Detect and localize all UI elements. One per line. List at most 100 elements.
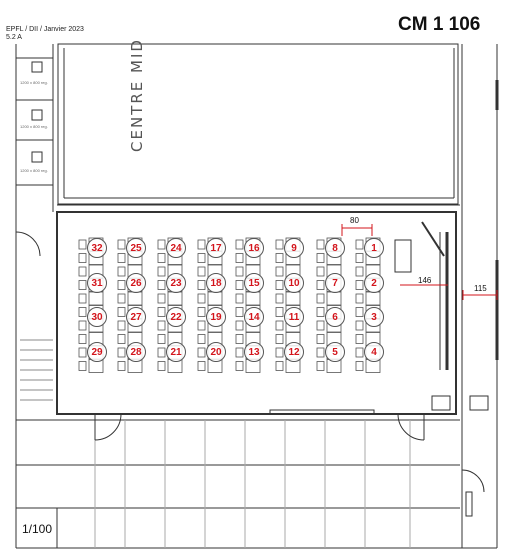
chair	[78, 347, 87, 358]
chair	[235, 334, 244, 344]
chair	[235, 266, 244, 277]
chair	[197, 280, 206, 290]
chair	[275, 293, 284, 304]
chair	[117, 239, 126, 250]
furniture-note: 1200 x 800 reg.	[20, 80, 48, 85]
chair	[275, 361, 284, 371]
chair	[157, 334, 166, 344]
chair	[78, 361, 87, 371]
chair	[197, 347, 206, 358]
chair	[157, 293, 166, 304]
seat-number: 20	[206, 342, 226, 362]
chair	[78, 253, 87, 263]
seat-number: 2	[364, 273, 384, 293]
chair	[275, 307, 284, 317]
seat-number: 19	[206, 307, 226, 327]
chair	[78, 266, 87, 277]
chair	[117, 253, 126, 263]
chair	[235, 361, 244, 371]
seat-number: 10	[284, 273, 304, 293]
seat-number: 27	[126, 307, 146, 327]
chair	[275, 239, 284, 250]
seat-number: 17	[206, 238, 226, 258]
desk	[88, 291, 104, 306]
chair	[316, 320, 325, 331]
chair	[235, 280, 244, 290]
chair	[355, 239, 364, 250]
chair	[355, 334, 364, 344]
chair	[355, 293, 364, 304]
chair	[275, 347, 284, 358]
seat-number: 29	[87, 342, 107, 362]
chair	[78, 239, 87, 250]
seat-number: 12	[284, 342, 304, 362]
desk	[207, 291, 223, 306]
chair	[197, 307, 206, 317]
chair	[316, 347, 325, 358]
chair	[275, 253, 284, 263]
seat-number: 14	[244, 307, 264, 327]
chair	[235, 307, 244, 317]
source-label: EPFL / DII / Janvier 2023	[6, 26, 84, 33]
seat-number: 28	[126, 342, 146, 362]
chair	[275, 334, 284, 344]
seat-number: 26	[126, 273, 146, 293]
chair	[157, 253, 166, 263]
chair	[355, 361, 364, 371]
seat-number: 8	[325, 238, 345, 258]
chair	[275, 266, 284, 277]
dimension-front-offset: 146	[418, 276, 432, 285]
dimension-seat-spacing: 80	[350, 216, 359, 225]
chair	[235, 320, 244, 331]
chair	[117, 266, 126, 277]
seat-number: 6	[325, 307, 345, 327]
chair	[157, 361, 166, 371]
chair	[355, 347, 364, 358]
chair	[197, 266, 206, 277]
seat-number: 18	[206, 273, 226, 293]
chair	[355, 253, 364, 263]
chair	[117, 293, 126, 304]
desk	[285, 291, 301, 306]
seat-number: 23	[166, 273, 186, 293]
chair	[197, 293, 206, 304]
chair	[117, 320, 126, 331]
chair	[316, 307, 325, 317]
furniture-note: 1200 x 800 reg.	[20, 168, 48, 173]
chair	[117, 361, 126, 371]
seat-number: 9	[284, 238, 304, 258]
chair	[355, 266, 364, 277]
chair	[235, 293, 244, 304]
seat-number: 4	[364, 342, 384, 362]
chair	[117, 307, 126, 317]
seat-number: 1	[364, 238, 384, 258]
chair	[78, 280, 87, 290]
chair	[78, 334, 87, 344]
seat-number: 25	[126, 238, 146, 258]
chair	[157, 347, 166, 358]
chair	[117, 334, 126, 344]
chair	[316, 334, 325, 344]
chair	[235, 253, 244, 263]
desk	[245, 291, 261, 306]
seat-number: 13	[244, 342, 264, 362]
chair	[235, 239, 244, 250]
chair	[275, 280, 284, 290]
chair	[117, 280, 126, 290]
chair	[157, 320, 166, 331]
chair	[157, 266, 166, 277]
chair	[235, 347, 244, 358]
chair	[197, 361, 206, 371]
chair	[316, 253, 325, 263]
seat-number: 32	[87, 238, 107, 258]
chair	[316, 280, 325, 290]
chair	[275, 320, 284, 331]
chair	[316, 266, 325, 277]
floor-label: 5.2 A	[6, 34, 22, 41]
chair	[355, 280, 364, 290]
chair	[157, 307, 166, 317]
furniture-note: 1200 x 800 reg.	[20, 124, 48, 129]
chair	[355, 320, 364, 331]
chair	[197, 239, 206, 250]
seat-number: 15	[244, 273, 264, 293]
